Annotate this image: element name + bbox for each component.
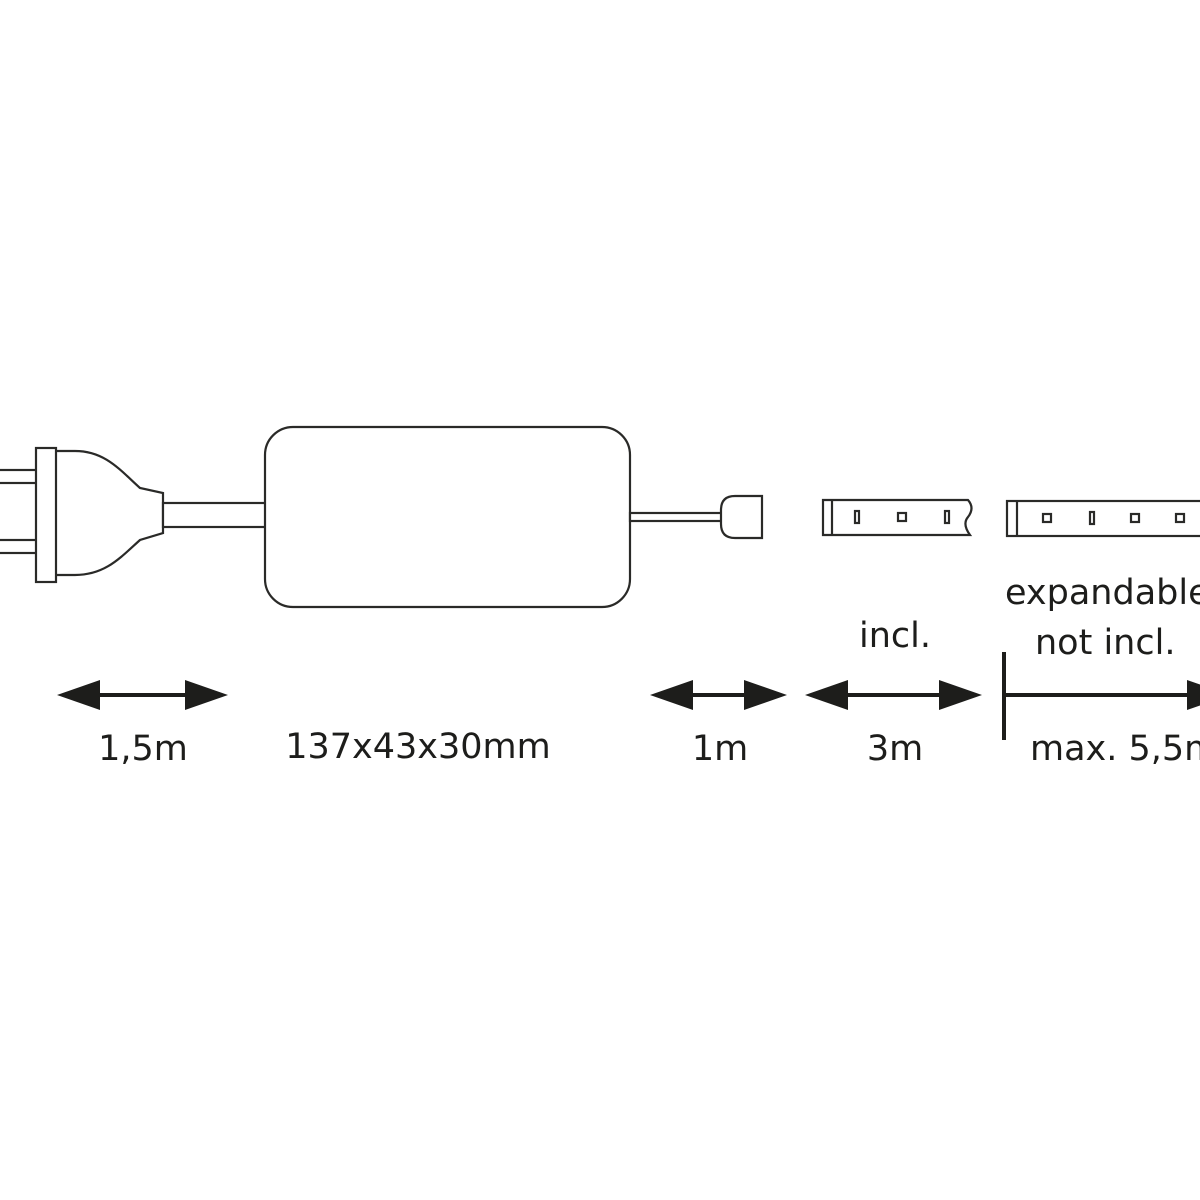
connector-cable bbox=[628, 494, 764, 540]
dimension-arrow-plug bbox=[57, 680, 228, 710]
led-strip-expansion bbox=[1005, 499, 1200, 538]
dimension-arrow-strip bbox=[805, 680, 982, 710]
plug-cable-length: 1,5m bbox=[98, 729, 188, 769]
driver-box bbox=[263, 425, 632, 609]
driver-dimensions: 137x43x30mm bbox=[285, 727, 551, 767]
not-included-label: not incl. bbox=[1035, 623, 1175, 663]
strip-length: 3m bbox=[867, 729, 923, 769]
expandable-label: expandable bbox=[1005, 573, 1200, 613]
max-length-label: max. 5,5m bbox=[1030, 729, 1200, 769]
included-label: incl. bbox=[859, 616, 931, 656]
power-plug bbox=[0, 446, 269, 584]
dimension-arrow-connector bbox=[650, 680, 787, 710]
connector-cable-length: 1m bbox=[692, 729, 748, 769]
dimension-arrow-expansion bbox=[1002, 652, 1200, 740]
connector bbox=[719, 494, 764, 540]
led-strip-included bbox=[821, 498, 973, 537]
